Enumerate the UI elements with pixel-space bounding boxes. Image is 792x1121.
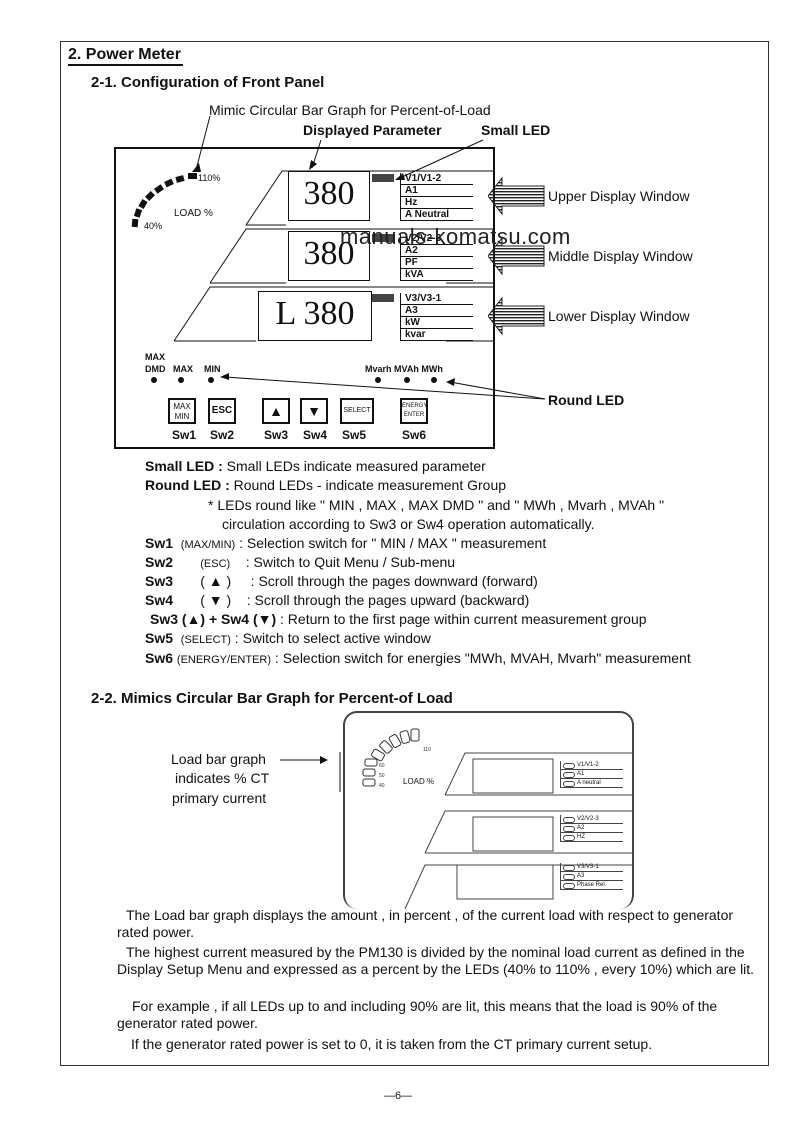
desc-round-led: Round LED : Round LEDs - indicate measur… [145, 477, 507, 493]
middle-window-label: Middle Display Window [548, 248, 693, 264]
mini-led-label: V1/V1-2 [561, 761, 623, 770]
upper-led-list: V1/V1-2 A1 Hz A Neutral [400, 173, 473, 221]
callout-mimic: Mimic Circular Bar Graph for Percent-of-… [209, 102, 491, 118]
small-led-indicator [372, 234, 394, 242]
led-label: A3 [401, 305, 473, 317]
sw4-label: Sw4 [303, 428, 328, 442]
desc-sw1: Sw1 (MAX/MIN) : Selection switch for " M… [145, 535, 547, 551]
callout-displayed-parameter: Displayed Parameter [303, 122, 442, 138]
small-led-indicator [372, 174, 394, 182]
desc-sw3-sw4: Sw3 (▲) + Sw4 (▼) : Return to the first … [150, 611, 647, 627]
led-label: V3/V3-1 [401, 293, 473, 305]
mini-upper-led-list: V1/V1-2 A1 A neutral [560, 761, 623, 788]
middle-led-list: V2/V2-3 A2 PF kVA [400, 233, 473, 281]
desc-sw4: Sw4 ( ▼ ) : Scroll through the pages upw… [145, 592, 530, 608]
section-title: 2. Power Meter [68, 45, 183, 66]
desc-small-led: Small LED : Small LEDs indicate measured… [145, 458, 486, 474]
mini-bar-graph: 110 60 50 40 [362, 728, 431, 789]
mimic-bar-graph [131, 173, 197, 228]
mini-led-label: Phase Rel. [561, 881, 623, 890]
mini-led-label: HZ [561, 833, 623, 842]
led-label: kW [401, 317, 473, 329]
load-caption-line-2: indicates % CT [175, 770, 270, 786]
led-label: A2 [401, 245, 473, 257]
panel-lines [173, 170, 493, 342]
mini-window-lines [404, 752, 632, 909]
sw1-label: Sw1 [172, 428, 197, 442]
desc-note-1: * LEDs round like " MIN , MAX , MAX DMD … [208, 497, 665, 513]
callout-lines [192, 115, 546, 400]
led-label: kVA [401, 269, 473, 281]
sw2-label: Sw2 [210, 428, 235, 442]
sw6-label: Sw6 [402, 428, 427, 442]
svg-text:40: 40 [379, 783, 385, 789]
page-frame [60, 41, 769, 1066]
callout-small-led: Small LED [481, 122, 551, 138]
sw5-label: Sw5 [342, 428, 367, 442]
mini-led-label: V3/V3-1 [561, 863, 623, 872]
desc-note-2: circulation according to Sw3 or Sw4 oper… [222, 516, 595, 532]
led-label: V1/V1-2 [401, 173, 473, 185]
led-label: kvar [401, 329, 473, 341]
subsection-title-2: 2-2. Mimics Circular Bar Graph for Perce… [91, 690, 453, 707]
sw2-esc-button[interactable]: ESC [208, 398, 236, 424]
mini-led-label: A neutral [561, 779, 623, 788]
sw3-up-button[interactable]: ▲ [262, 398, 290, 424]
small-led-indicator [372, 294, 394, 302]
load-caption-line-3: primary current [172, 790, 267, 806]
led-label: Hz [401, 197, 473, 209]
pct-110-label: 110% [198, 173, 221, 183]
front-panel: 110% 40% LOAD % 380 380 L 380 V1/V1-2 A1… [114, 147, 495, 449]
mini-middle-led-list: V2/V2-3 A2 HZ [560, 815, 623, 842]
round-led-label-max: MAX [145, 352, 165, 362]
middle-display: 380 [288, 231, 370, 281]
subsection-title-1: 2-1. Configuration of Front Panel [91, 74, 325, 91]
page-number: —6— [384, 1090, 413, 1102]
watermark-text: manuals-komatsu.com [340, 224, 571, 249]
lower-display: L 380 [258, 291, 372, 341]
lower-led-list: V3/V3-1 A3 kW kvar [400, 293, 473, 341]
desc-sw3: Sw3 ( ▲ ) : Scroll through the pages dow… [145, 573, 538, 589]
led-label: V2/V2-3 [401, 233, 473, 245]
round-leds [151, 377, 437, 383]
mini-led-label: A3 [561, 872, 623, 881]
paragraph-3: For example , if all LEDs up to and incl… [117, 998, 718, 1031]
round-led-label-min: MIN [204, 364, 221, 374]
led-label: PF [401, 257, 473, 269]
desc-sw2: Sw2 (ESC) : Switch to Quit Menu / Sub-me… [145, 554, 456, 570]
sw1-max-min-button[interactable]: MAX MIN [168, 398, 196, 424]
paragraph-1: The Load bar graph displays the amount ,… [117, 907, 734, 940]
load-caption-arrow [280, 752, 341, 792]
round-led-label-dmd: DMD [145, 364, 166, 374]
mini-load-pct-label: LOAD % [403, 777, 435, 786]
mini-led-label: V2/V2-3 [561, 815, 623, 824]
mini-panel-diagram: 110 60 50 40 LOAD % V1/V1-2 A1 A neutral… [343, 711, 634, 909]
led-label: A1 [401, 185, 473, 197]
svg-text:110: 110 [423, 747, 431, 753]
sw6-energy-enter-button[interactable]: ENERGY ENTER [400, 398, 428, 424]
svg-text:50: 50 [379, 773, 385, 779]
upper-display: 380 [288, 171, 370, 221]
mini-lower-led-list: V3/V3-1 A3 Phase Rel. [560, 863, 623, 890]
lower-window-label: Lower Display Window [548, 308, 690, 324]
window-arrows [488, 176, 545, 336]
svg-text:60: 60 [379, 763, 385, 769]
load-pct-label: LOAD % [174, 208, 213, 219]
sw3-label: Sw3 [264, 428, 289, 442]
led-label: A Neutral [401, 209, 473, 221]
sw4-down-button[interactable]: ▼ [300, 398, 328, 424]
mini-led-label: A1 [561, 770, 623, 779]
paragraph-4: If the generator rated power is set to 0… [131, 1036, 653, 1052]
round-led-label-max2: MAX [173, 364, 193, 374]
round-led-label-energy: Mvarh MVAh MWh [365, 364, 443, 374]
mini-led-label: A2 [561, 824, 623, 833]
upper-window-label: Upper Display Window [548, 188, 690, 204]
paragraph-2: The highest current measured by the PM13… [117, 944, 755, 977]
pct-40-label: 40% [144, 221, 163, 231]
desc-sw6: Sw6 (ENERGY/ENTER) : Selection switch fo… [145, 650, 691, 666]
desc-sw5: Sw5 (SELECT) : Switch to select active w… [145, 630, 431, 646]
sw5-select-button[interactable]: SELECT [340, 398, 374, 424]
round-led-callout: Round LED [548, 392, 625, 408]
load-caption-line-1: Load bar graph [171, 751, 266, 767]
